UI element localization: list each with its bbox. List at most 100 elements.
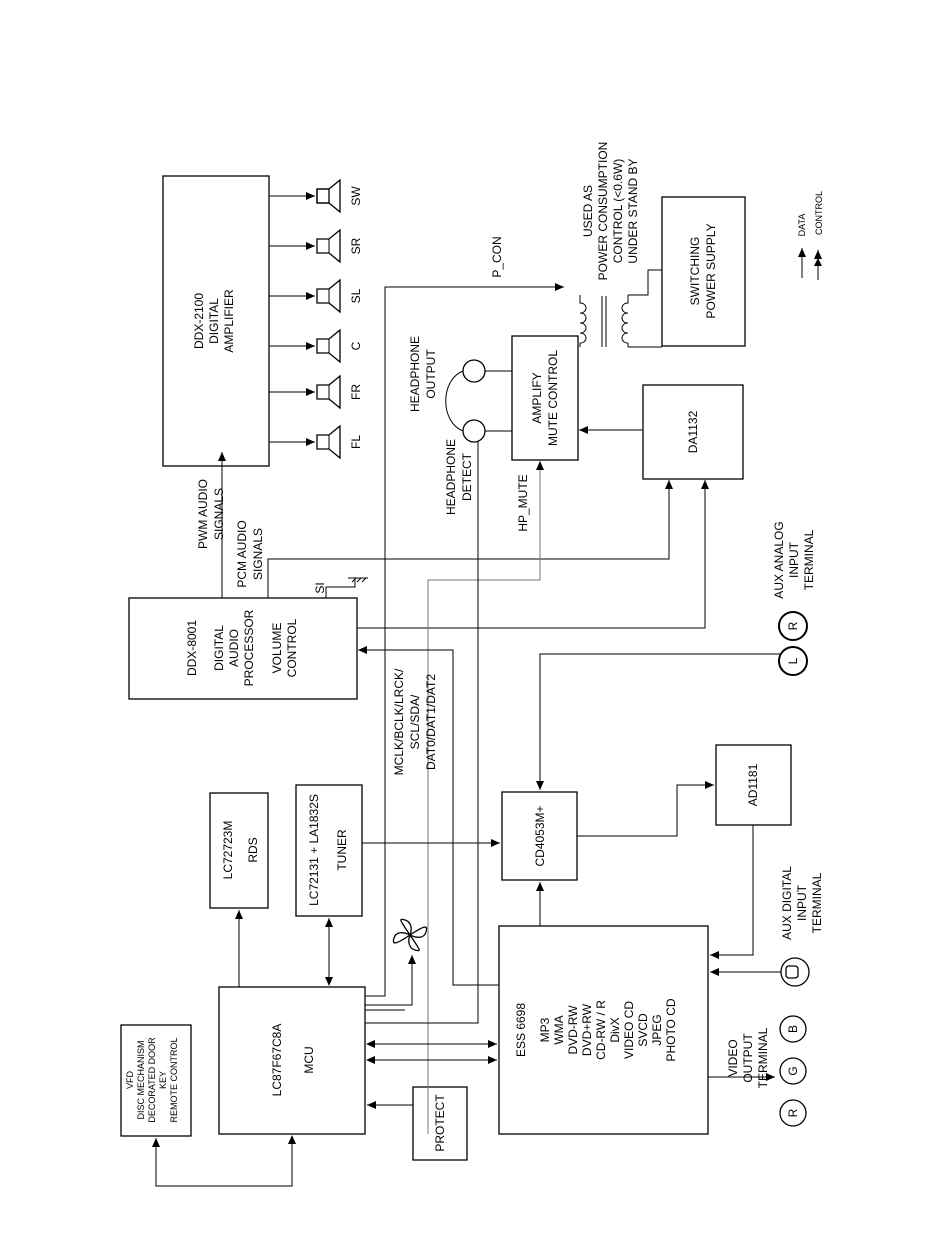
bus-label-1: MCLK/BCLK/LRCK/ [392, 668, 406, 775]
lc72723m-line2: RDS [246, 837, 260, 862]
ddx8001-line6: CONTROL [285, 618, 299, 677]
ad1181-ess-line [710, 825, 754, 959]
aux-analog-jacks: R L [778, 611, 808, 676]
fan-icon [392, 918, 428, 952]
pcm-audio-line [267, 480, 673, 598]
vfd-line5: REMOTE CONTROL [169, 1037, 179, 1122]
aux-digital-label-1: AUX DIGITAL [780, 866, 794, 940]
aux-r-label: R [786, 621, 800, 630]
speaker-sl-icon: SL [269, 278, 363, 314]
headphone-jack-icon [445, 359, 512, 443]
video-g-label: G [786, 1066, 800, 1075]
ess-line11: PHOTO CD [664, 998, 678, 1061]
vfd-line1: VFD [125, 1070, 135, 1089]
aux-analog-label-2: INPUT [787, 541, 801, 578]
mcu-line2: MCU [302, 1046, 316, 1073]
ad1181-label: AD1181 [746, 763, 760, 806]
aux-analog-line [536, 653, 782, 790]
ess-line6: CD-RW / R [594, 1000, 608, 1060]
bus-label-2: SCL/SDA/ [408, 694, 422, 749]
vfd-line4: KEY [158, 1071, 168, 1089]
ddx8001-block: DDX-8001 DIGITAL AUDIO PROCESSOR VOLUME … [128, 597, 358, 700]
psu-line1: SWITCHING [688, 237, 702, 306]
video-output-jacks: B G R [779, 1015, 807, 1127]
aux-analog-label-1: AUX ANALOG [772, 521, 786, 598]
ess-line5: DVD+RW [580, 1003, 594, 1056]
tuner-block: LC72131 + LA1832S TUNER [295, 784, 363, 917]
si-label: SI [313, 582, 327, 593]
ess-line10: JPEG [650, 1014, 664, 1045]
speaker-c-icon: C [269, 328, 363, 364]
ess-line4: DVD-RW [566, 1005, 580, 1055]
video-r-label: R [786, 1108, 800, 1117]
p-con-line [365, 283, 564, 997]
speaker-sw-icon: SW [269, 178, 363, 214]
headphone-detect-line [365, 442, 479, 1024]
speaker-fr-icon: FR [269, 374, 363, 410]
vfd-line3: DECORATED DOOR [147, 1037, 157, 1123]
i2s-bus-line [358, 646, 499, 986]
ddx8001-line2: DIGITAL [212, 625, 226, 671]
aux-digital-jack-icon [780, 957, 810, 987]
ddx8001-line1: DDX-8001 [185, 620, 199, 676]
amplify-line2: MUTE CONTROL [546, 350, 560, 446]
hp-mute-label: HP_MUTE [516, 474, 530, 531]
amplify-mute-block: AMPLIFY MUTE CONTROL [511, 335, 579, 461]
used-as-label-3: CONTROL (<0.6W) [611, 159, 625, 264]
ddx8001-line3: AUDIO [227, 629, 241, 667]
fan-line [365, 955, 416, 1006]
video-b-label: B [786, 1025, 800, 1033]
speaker-fl-label: FL [349, 435, 363, 449]
mcu-line1: LC87F67C8A [270, 1024, 284, 1097]
video-label-2: OUTPUT [741, 1033, 755, 1083]
ddx8001-da1132-line [357, 480, 709, 629]
switching-psu-block: SWITCHING POWER SUPPLY [661, 196, 746, 347]
tuner-line2: TUNER [335, 829, 349, 871]
pcm-label-1: PCM AUDIO [235, 520, 249, 587]
cd4053m-block: CD4053M+ [501, 791, 578, 881]
aux-digital-label-2: INPUT [795, 884, 809, 921]
speaker-sw-label: SW [349, 186, 363, 206]
protect-block: PROTECT [412, 1086, 468, 1161]
video-label-1: VIDEO [726, 1039, 740, 1076]
ess-line8: VIDEO CD [622, 1001, 636, 1059]
aux-digital-label-3: TERMINAL [810, 872, 824, 933]
amplify-line1: AMPLIFY [530, 372, 544, 423]
used-as-label-2: POWER CONSUMPTION [596, 142, 610, 281]
pwm-label-2: SIGNALS [212, 488, 226, 540]
legend: DATA CONTROL [797, 191, 824, 280]
ddx2100-block: DDX-2100 DIGITAL AMPLIFIER [162, 175, 270, 467]
speaker-sr-label: SR [349, 237, 363, 254]
ess-line1: ESS 6698 [514, 1003, 528, 1057]
used-as-label-1: USED AS [581, 185, 595, 237]
used-as-label-4: UNDER STAND BY [626, 158, 640, 263]
da1132-label: DA1132 [686, 410, 700, 453]
hp-mute-line [427, 461, 544, 1134]
hp-detect-label-1: HEADPHONE [444, 439, 458, 515]
transformer-icon [579, 269, 662, 348]
ess6698-block: ESS 6698 MP3 WMA DVD-RW DVD+RW CD-RW / R… [498, 925, 709, 1135]
cd4053-ad1181-line [577, 781, 714, 837]
cd4053m-label: CD4053M+ [533, 805, 547, 866]
ess-line9: SVCD [636, 1013, 650, 1047]
vfd-line2: DISC MECHANISM [136, 1040, 146, 1119]
hp-output-label-1: HEADPHONE [408, 336, 422, 412]
vfd-block: VFD DISC MECHANISM DECORATED DOOR KEY RE… [120, 1024, 192, 1137]
ddx8001-line4: PROCESSOR [242, 609, 256, 686]
lc72723m-line1: LC72723M [221, 821, 235, 880]
mcu-vfd-line [152, 1135, 296, 1187]
aux-l-label: L [786, 657, 800, 664]
ddx8001-line5: VOLUME [270, 623, 284, 674]
pwm-label-1: PWM AUDIO [196, 479, 210, 549]
speaker-sl-label: SL [349, 288, 363, 303]
ad1181-block: AD1181 [715, 744, 792, 826]
ess-line3: WMA [552, 1015, 566, 1044]
speaker-c-label: C [349, 341, 363, 350]
pcm-label-2: SIGNALS [251, 528, 265, 580]
aux-analog-label-3: TERMINAL [802, 529, 816, 590]
si-line [325, 578, 356, 598]
protect-label: PROTECT [433, 1094, 447, 1152]
hp-output-label-2: OUTPUT [424, 349, 438, 399]
